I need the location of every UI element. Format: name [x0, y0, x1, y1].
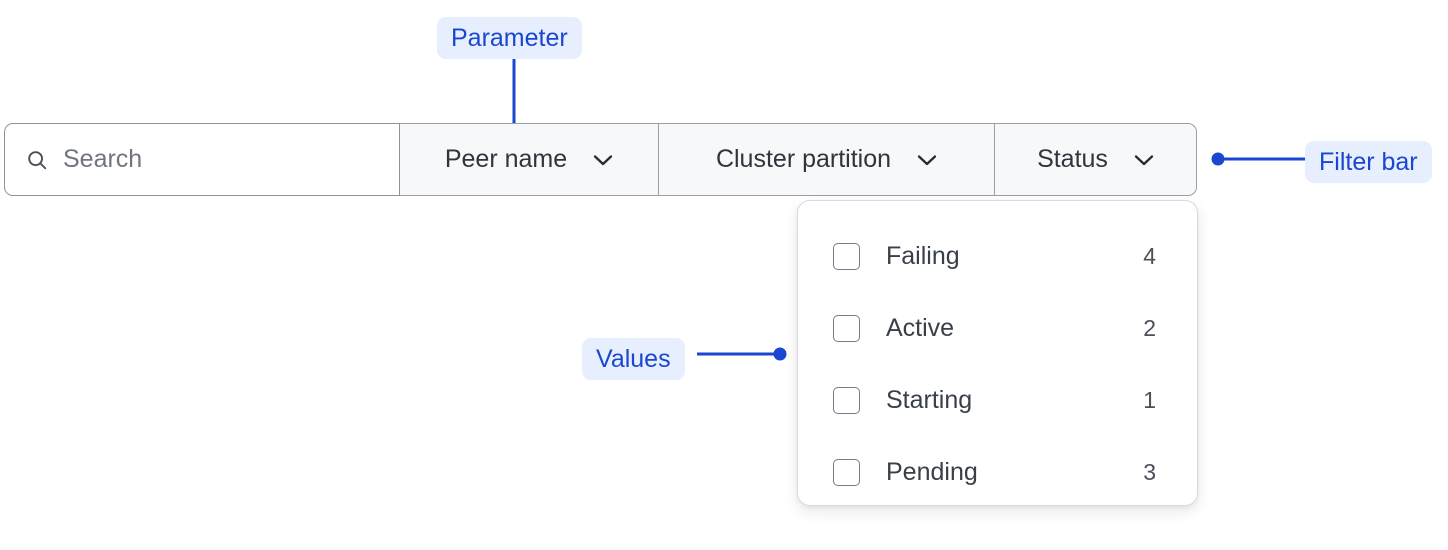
- filter-bar: Peer name Cluster partition Status: [4, 123, 1197, 196]
- filter-dropdown-status-label: Status: [1037, 145, 1108, 173]
- list-item-count: 3: [1143, 458, 1156, 485]
- checkbox-pending[interactable]: [833, 458, 860, 486]
- filter-dropdown-status[interactable]: Status: [995, 124, 1196, 195]
- annotation-label-parameter: Parameter: [437, 17, 582, 59]
- checkbox-failing[interactable]: [833, 242, 860, 270]
- search-input[interactable]: [63, 145, 363, 174]
- checkbox-starting[interactable]: [833, 386, 860, 414]
- filter-dropdown-cluster-partition-label: Cluster partition: [715, 145, 892, 173]
- list-item-count: 1: [1143, 386, 1156, 413]
- filter-bar-connector-dot: [1211, 152, 1225, 166]
- annotation-label-filter-bar: Filter bar: [1305, 141, 1432, 183]
- chevron-down-icon: [1134, 154, 1154, 165]
- list-item[interactable]: Pending 3: [798, 436, 1197, 508]
- list-item[interactable]: Failing 4: [798, 220, 1197, 292]
- filter-dropdown-peer-name-label: Peer name: [444, 145, 568, 173]
- values-connector-dot: [773, 347, 787, 361]
- list-item-label: Failing: [886, 241, 960, 270]
- list-item[interactable]: Starting 1: [798, 364, 1197, 436]
- list-item-count: 4: [1143, 242, 1156, 269]
- search-icon: [28, 150, 47, 169]
- list-item-label: Active: [886, 313, 955, 342]
- list-item-label: Pending: [886, 457, 978, 486]
- filter-dropdown-cluster-partition[interactable]: Cluster partition: [659, 124, 995, 195]
- list-item[interactable]: Active 2: [798, 292, 1197, 364]
- annotation-label-values: Values: [582, 338, 685, 380]
- list-item-label: Starting: [886, 385, 973, 414]
- checkbox-active[interactable]: [833, 314, 860, 342]
- filter-dropdown-peer-name[interactable]: Peer name: [400, 124, 659, 195]
- filter-dropdown-group: Peer name Cluster partition Status: [400, 123, 1197, 196]
- chevron-down-icon: [593, 154, 613, 165]
- list-item-count: 2: [1143, 314, 1156, 341]
- search-field[interactable]: [4, 123, 400, 196]
- chevron-down-icon: [917, 154, 937, 165]
- status-values-dropdown-panel: Failing 4 Active 2 Starting 1 Pending 3: [797, 200, 1198, 506]
